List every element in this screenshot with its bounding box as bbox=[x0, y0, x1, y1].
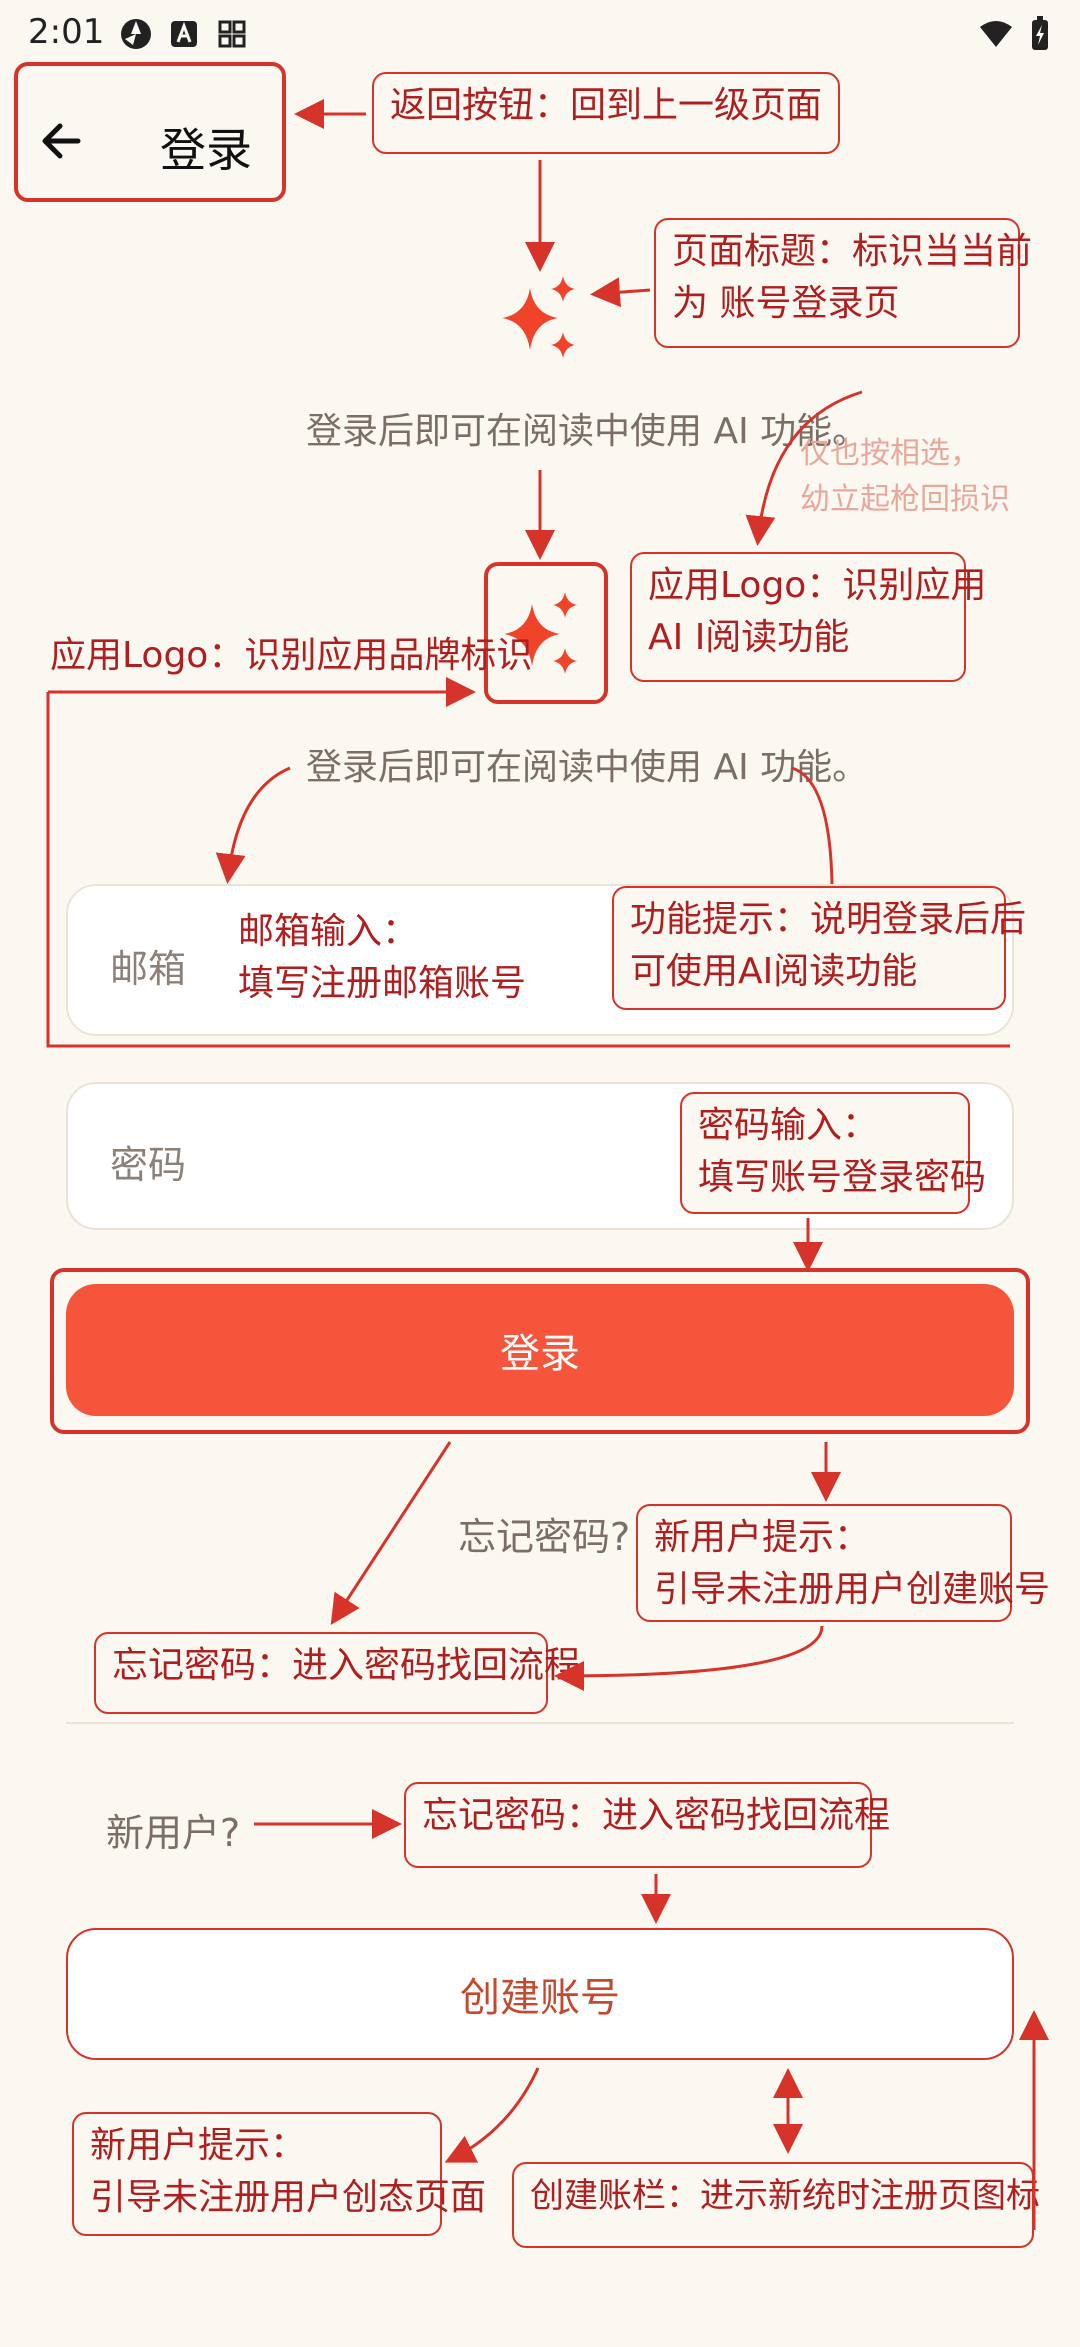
status-time: 2:01 bbox=[28, 12, 105, 52]
app-logo-icon bbox=[502, 590, 590, 686]
annotation-forgot-2: 忘记密码：进入密码找回流程 bbox=[404, 1782, 890, 1868]
annotation-password-line1: 密码输入： bbox=[698, 1105, 879, 1146]
login-button[interactable]: 登录 bbox=[66, 1284, 1014, 1416]
annotation-logo-left: 应用Logo：识别应用品牌标识 bbox=[50, 635, 533, 676]
annotation-title-line2: 为 账号登录页 bbox=[672, 283, 900, 324]
annotation-email: 邮箱输入： 填写注册邮箱账号 bbox=[238, 906, 526, 1010]
annotation-feature-line2: 可使用AI阅读功能 bbox=[630, 951, 918, 992]
annotation-email-line2: 填写注册邮箱账号 bbox=[238, 963, 527, 1004]
annotation-title: 页面标题：标识当当前 为 账号登录页 bbox=[654, 218, 1033, 348]
battery-icon bbox=[1022, 16, 1058, 52]
grid-icon bbox=[214, 16, 250, 52]
subtitle-text: 登录后即可在阅读中使用 AI 功能。 bbox=[306, 411, 869, 452]
create-account-button[interactable]: 创建账号 bbox=[66, 1928, 1014, 2060]
back-arrow-icon[interactable] bbox=[38, 118, 88, 168]
annotation-forgot: 忘记密码：进入密码找回流程 bbox=[94, 1632, 580, 1714]
annotation-feature-line1: 功能提示：说明登录后后 bbox=[630, 899, 1027, 940]
new-user-text: 新用户? bbox=[106, 1811, 241, 1855]
subtitle-text-2: 登录后即可在阅读中使用 AI 功能。 bbox=[306, 747, 869, 788]
annotation-email-line1: 邮箱输入： bbox=[238, 911, 419, 952]
wifi-icon bbox=[978, 16, 1014, 52]
annotation-new-user-line1: 新用户提示： bbox=[654, 1517, 871, 1558]
annotation-new-user-2-line2: 引导未注册用户创态页面 bbox=[90, 2177, 487, 2218]
annotation-logo-right-line2: AI I阅读功能 bbox=[648, 617, 850, 658]
annotation-new-user-2-line1: 新用户提示： bbox=[90, 2125, 307, 2166]
annotation-logo-right-line1: 应用Logo：识别应用 bbox=[648, 565, 987, 606]
annotation-logo-right: 应用Logo：识别应用 AI I阅读功能 bbox=[630, 552, 987, 682]
divider bbox=[66, 1722, 1014, 1724]
font-icon bbox=[166, 16, 202, 52]
login-highlight bbox=[50, 1268, 1030, 1434]
faded-annotation-line1: 仅也按相选， bbox=[800, 436, 980, 471]
annotation-new-user-2: 新用户提示： 引导未注册用户创态页面 bbox=[72, 2112, 487, 2236]
annotation-new-user-line2: 引导未注册用户创建账号 bbox=[654, 1569, 1051, 1610]
annotation-password-line2: 填写账号登录密码 bbox=[698, 1157, 987, 1198]
sparkle-logo-icon bbox=[500, 274, 588, 370]
faded-annotation-line2: 幼立起枪回损识 bbox=[800, 482, 1010, 517]
page-title: 登录 bbox=[160, 123, 252, 177]
password-label: 密码 bbox=[110, 1143, 187, 1187]
aperture-icon bbox=[118, 16, 154, 52]
annotation-feature: 功能提示：说明登录后后 可使用AI阅读功能 bbox=[612, 886, 1027, 1010]
annotation-title-line1: 页面标题：标识当当前 bbox=[672, 231, 1033, 272]
annotation-password: 密码输入： 填写账号登录密码 bbox=[680, 1092, 987, 1214]
annotation-create-bar: 创建账栏：进示新统时注册页图标 bbox=[512, 2162, 1040, 2248]
email-label: 邮箱 bbox=[110, 947, 187, 991]
annotation-back: 返回按钮：回到上一级页面 bbox=[372, 72, 841, 154]
header-highlight bbox=[14, 62, 286, 202]
annotation-new-user: 新用户提示： 引导未注册用户创建账号 bbox=[636, 1504, 1051, 1622]
forgot-password-link[interactable]: 忘记密码? bbox=[458, 1515, 631, 1559]
